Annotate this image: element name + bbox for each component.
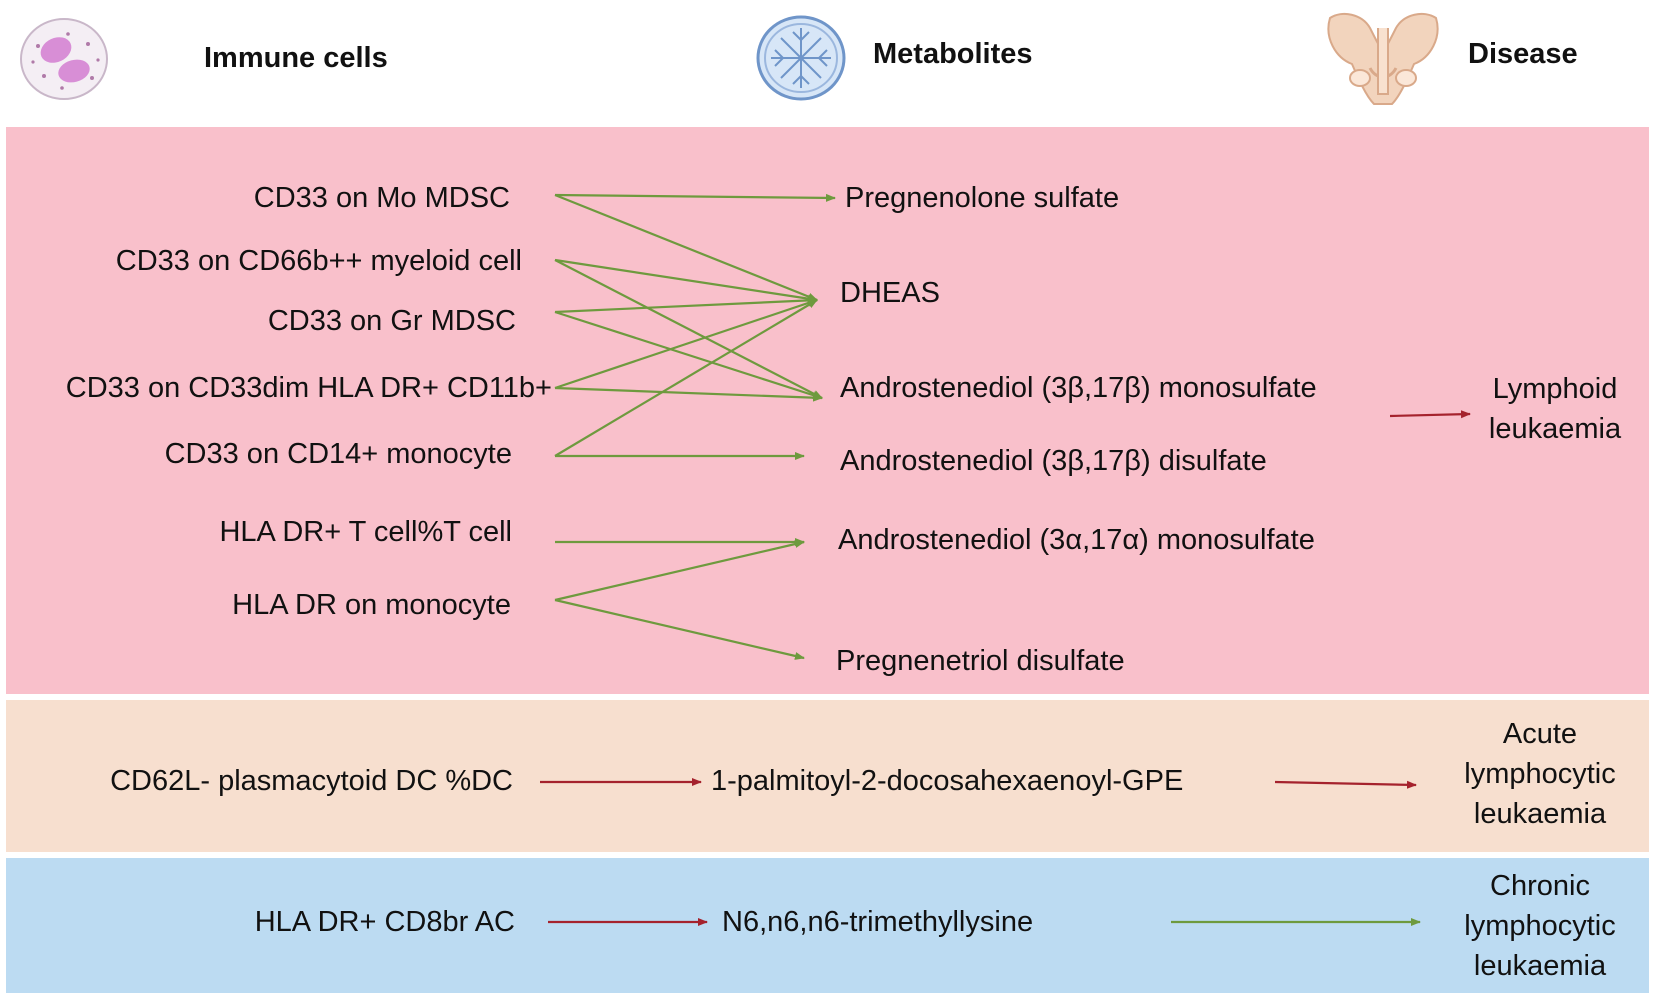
metabolite-label: Androstenediol (3β,17β) monosulfate (840, 372, 1317, 404)
chronic-lymphocytic-leukaemia-band (6, 858, 1649, 993)
immune-cell-label: CD33 on CD33dim HLA DR+ CD11b+ (65, 372, 552, 404)
lymphoid-leukaemia-band (6, 127, 1649, 694)
acute-lymphocytic-leukaemia-band (6, 700, 1649, 852)
immune-cell-label: HLA DR+ T cell%T cell (219, 516, 512, 548)
immune-cell-label: CD62L- plasmacytoid DC %DC (110, 765, 513, 797)
disease-label: Acute lymphocytic leukaemia (1464, 718, 1616, 830)
immune-cell-label: CD33 on Gr MDSC (267, 305, 516, 337)
disease-label: Lymphoid leukaemia (1488, 373, 1622, 445)
metabolite-label: Androstenediol (3α,17α) monosulfate (838, 524, 1315, 556)
immune-cell-label: CD33 on CD14+ monocyte (164, 438, 512, 470)
metabolite-label: DHEAS (840, 277, 940, 309)
header-metabolites: Metabolites (873, 38, 1033, 70)
immune-cell-icon (20, 18, 108, 100)
immune-cell-label: HLA DR on monocyte (232, 589, 511, 621)
immune-cell-label: HLA DR+ CD8br AC (254, 906, 515, 938)
header-immune-cells: Immune cells (204, 42, 388, 74)
immune-cell-label: CD33 on Mo MDSC (253, 182, 510, 214)
metabolite-cell-icon (756, 15, 846, 101)
metabolite-label: N6,n6,n6-trimethyllysine (722, 906, 1034, 938)
immune-cell-label: CD33 on CD66b++ myeloid cell (115, 245, 522, 277)
metabolite-label: 1-palmitoyl-2-docosahexaenoyl-GPE (711, 765, 1184, 797)
metabolite-label: Pregnenolone sulfate (845, 182, 1120, 214)
pelvis-icon (1327, 12, 1439, 105)
disease-label: Chronic lymphocytic leukaemia (1464, 870, 1616, 982)
header-disease: Disease (1468, 38, 1578, 70)
metabolite-label: Androstenediol (3β,17β) disulfate (840, 445, 1267, 477)
metabolite-label: Pregnenetriol disulfate (836, 645, 1125, 677)
